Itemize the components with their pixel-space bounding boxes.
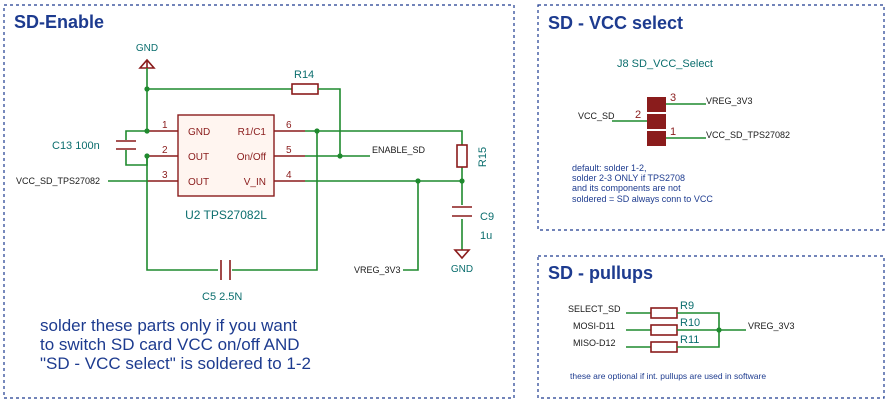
junction-dot [415,178,421,184]
mosi-net: MOSI-D11 [573,321,615,331]
r14-right-wire [318,88,341,156]
r15-resistor [456,144,468,168]
c13-bottom-wire [125,150,148,166]
vcc-note-line3: and its components are not [572,183,681,193]
vcc-select-frame [537,4,885,231]
c5-capacitor [220,260,231,280]
j8-pin3-number: 3 [670,92,676,104]
u2-pin3-name: OUT [188,177,209,188]
sd-enable-frame [3,4,515,399]
u2-pin6-number: 6 [286,120,292,131]
r15-label: R15 [477,147,489,167]
enable-note-line2: to switch SD card VCC on/off AND [40,335,300,354]
j8-pin3-net: VREG_3V3 [706,96,753,106]
u2-ref-label: U2 TPS27082L [185,208,267,222]
vreg-left-wire [403,181,419,271]
r9-resistor [650,307,678,319]
pullups-frame [537,255,885,399]
pullups-title: SD - pullups [548,263,653,283]
vcc-note-line4: soldered = SD always conn to VCC [572,194,713,204]
c13-capacitor [116,140,136,150]
enable-note-line3: "SD - VCC select" is soldered to 1-2 [40,354,311,373]
junction-dot [716,327,722,333]
j8-pin2-number: 2 [635,109,641,121]
junction-dot [144,128,150,134]
r11-label: R11 [680,334,699,346]
u2-pin4-number: 4 [286,170,292,181]
pullup-note: these are optional if int. pullups are u… [570,371,766,381]
out-c5-wire [146,156,218,271]
r10-label: R10 [680,317,700,329]
vcc-sd-tps-net: VCC_SD_TPS27082 [16,176,100,186]
r11-resistor [650,341,678,353]
gnd-label-bottom: GND [451,264,473,275]
pin6-r15-wire [305,130,463,145]
junction-dot [144,86,150,92]
j8-vcc-sd-net: VCC_SD [578,111,615,121]
u2-pin1-name: GND [188,127,210,138]
vreg-pullup-net: VREG_3V3 [748,321,795,331]
j8-pin1-net: VCC_SD_TPS27082 [706,130,790,140]
u2-pin2-number: 2 [162,145,168,156]
u2-pin5-name: On/Off [237,152,266,163]
junction-dot [314,128,320,134]
junction-dot [459,178,465,184]
vreg-left-net: VREG_3V3 [354,265,401,275]
u2-pin3-number: 3 [162,170,168,181]
gnd-symbol-bottom [453,249,471,260]
enable-sd-net: ENABLE_SD [372,145,426,155]
u2-pin2-name: OUT [188,152,209,163]
gnd-label-top: GND [136,43,158,54]
junction-dot [144,153,150,159]
u2-pin4-name: V_IN [244,177,266,188]
u2-pin6-name: R1/C1 [238,127,267,138]
c13-label: C13 100n [52,140,100,152]
r10-resistor [650,324,678,336]
u2-body [177,114,275,197]
sd-enable-title: SD-Enable [14,12,104,32]
j8-pin1-number: 1 [670,126,676,138]
gnd-symbol-top [138,58,156,69]
u2-pin5-number: 5 [286,145,292,156]
c9-ref-label: C9 [480,211,494,223]
u2-pin1-number: 1 [162,120,168,131]
j8-label: J8 SD_VCC_Select [617,58,713,70]
r14-label: R14 [294,69,314,81]
c9-capacitor [452,206,472,217]
vcc-note-line1: default: solder 1-2, [572,163,647,173]
c5-label: C5 2.5N [202,291,242,303]
vcc-select-title: SD - VCC select [548,13,683,33]
r9-label: R9 [680,300,694,312]
junction-dot [337,153,343,159]
miso-net: MISO-D12 [573,338,616,348]
pin6-c5-wire [232,131,318,271]
vcc-note-line2: solder 2-3 ONLY if TPS2708 [572,173,685,183]
select-sd-net: SELECT_SD [568,304,621,314]
j8-solder-jumper [647,97,666,146]
enable-note-line1: solder these parts only if you want [40,316,297,335]
c13-top-wire [125,130,147,140]
r14-resistor [291,83,319,95]
c9-value-label: 1u [480,230,492,242]
